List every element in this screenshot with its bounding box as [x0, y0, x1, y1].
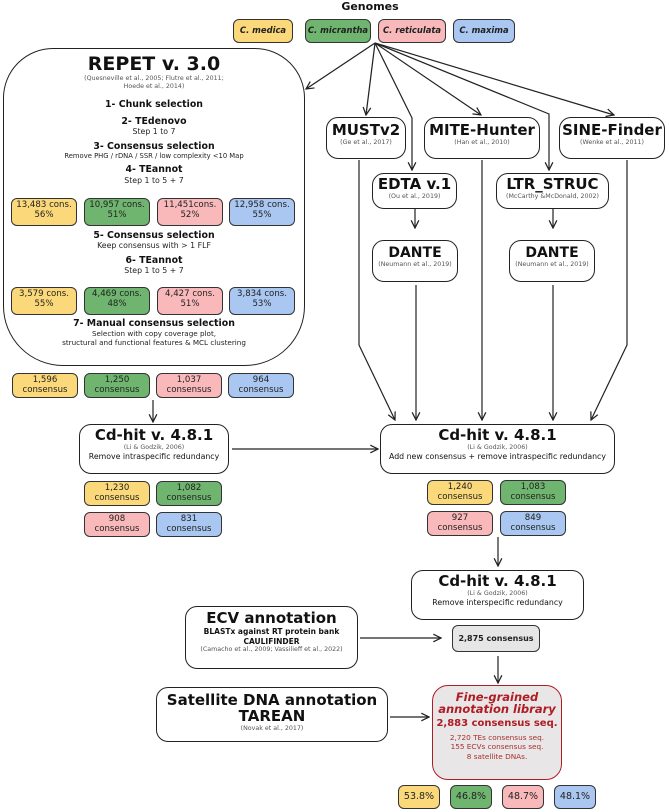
coverage-medica: 53.8%	[398, 785, 440, 809]
repet-step-5-block: 5- Consensus selection Keep consensus wi…	[3, 230, 305, 276]
satellite-annotation-box: Satellite DNA annotation TAREAN (Novak e…	[156, 687, 388, 742]
repet-step-2-detail: Step 1 to 7	[132, 126, 176, 136]
repet-step-7: 7- Manual consensus selection	[73, 318, 235, 329]
genome-c-maxima: C. maxima	[453, 19, 515, 43]
repet-step-7-block: 7- Manual consensus selection Selection …	[3, 318, 305, 347]
repet-step-6: 6- TEannot	[125, 255, 183, 267]
genome-c-micrantha: C. micrantha	[305, 19, 371, 43]
repet-step-1: 1- Chunk selection	[105, 99, 203, 111]
repet-citation-2: Hoede et al., 2014)	[123, 83, 185, 91]
repet-citation-1: (Quesneville et al., 2005; Flutre et al.…	[84, 74, 224, 82]
coverage-maxima: 48.1%	[554, 785, 596, 809]
genome-c-reticulata: C. reticulata	[378, 19, 446, 43]
repet-step-6-detail: Step 1 to 5 + 7	[124, 266, 184, 276]
genome-c-medica: C. medica	[233, 19, 293, 43]
teannot1-maxima: 12,958 cons.55%	[229, 198, 295, 226]
repet-title: REPET v. 3.0	[87, 53, 221, 75]
repet-step-4-detail: Step 1 to 5 + 7	[124, 175, 184, 185]
repet-step-7-detail-2: structural and functional features & MCL…	[62, 338, 246, 348]
ecv-annotation-box: ECV annotation BLASTx against RT protein…	[185, 606, 358, 669]
arrow-genomes-to-repet	[306, 42, 376, 89]
annotation-library-box: Fine-grained annotation library 2,883 co…	[432, 685, 562, 780]
teannot1-medica: 13,483 cons.56%	[11, 198, 77, 226]
teannot2-maxima: 3,834 cons.53%	[229, 287, 295, 315]
teannot2-reticulata: 4,427 cons.51%	[157, 287, 223, 315]
tool-sine-finder: SINE-Finder (Wenke et al., 2011)	[559, 117, 665, 159]
tool-dante-1: DANTE (Neumann et al., 2019)	[372, 240, 458, 282]
genomes-heading: Genomes	[341, 0, 399, 13]
teannot1-micrantha: 10,957 cons.51%	[84, 198, 150, 226]
tool-mustv2: MUSTv2 (Ge et al., 2017)	[326, 117, 406, 159]
repet-step-5-detail: Keep consensus with > 1 FLF	[97, 241, 211, 251]
cdhit-inter-box: Cd-hit v. 4.8.1 (Li & Godzik, 2006) Remo…	[411, 570, 584, 620]
tool-mite-hunter: MITE-Hunter (Han et al., 2010)	[424, 117, 540, 159]
repet-step-3-detail: Remove PHG / rDNA / SSR / low complexity…	[64, 151, 244, 160]
tool-edta: EDTA v.1 (Ou et al., 2019)	[372, 173, 457, 209]
repet-step-7-detail-1: Selection with copy coverage plot,	[91, 329, 217, 339]
teannot2-medica: 3,579 cons.55%	[11, 287, 77, 315]
teannot2-micrantha: 4,469 cons.48%	[84, 287, 150, 315]
cdhit-left-box: Cd-hit v. 4.8.1 (Li & Godzik, 2006) Remo…	[79, 424, 229, 474]
teannot1-reticulata: 11,451cons.52%	[157, 198, 223, 226]
coverage-micrantha: 46.8%	[450, 785, 492, 809]
cdhit-right-box: Cd-hit v. 4.8.1 (Li & Godzik, 2006) Add …	[380, 424, 615, 474]
repet-step-3: 3- Consensus selection	[93, 140, 215, 152]
tool-ltr-struc: LTR_STRUC (McCarthy &McDonald, 2002)	[496, 173, 609, 209]
arrow-genomes-to-sine	[374, 42, 614, 115]
repet-step-5: 5- Consensus selection	[93, 230, 215, 241]
repet-step-2: 2- TEdenovo	[121, 115, 187, 127]
coverage-reticulata: 48.7%	[502, 785, 544, 809]
tool-dante-2: DANTE (Neumann et al., 2019)	[509, 240, 595, 282]
repet-step-4: 4- TEannot	[125, 164, 183, 176]
merged-consensus-count: 2,875 consensus	[452, 625, 540, 652]
arrow-genomes-to-mite	[374, 42, 481, 115]
arrow-genomes-to-mustv2	[366, 42, 376, 115]
